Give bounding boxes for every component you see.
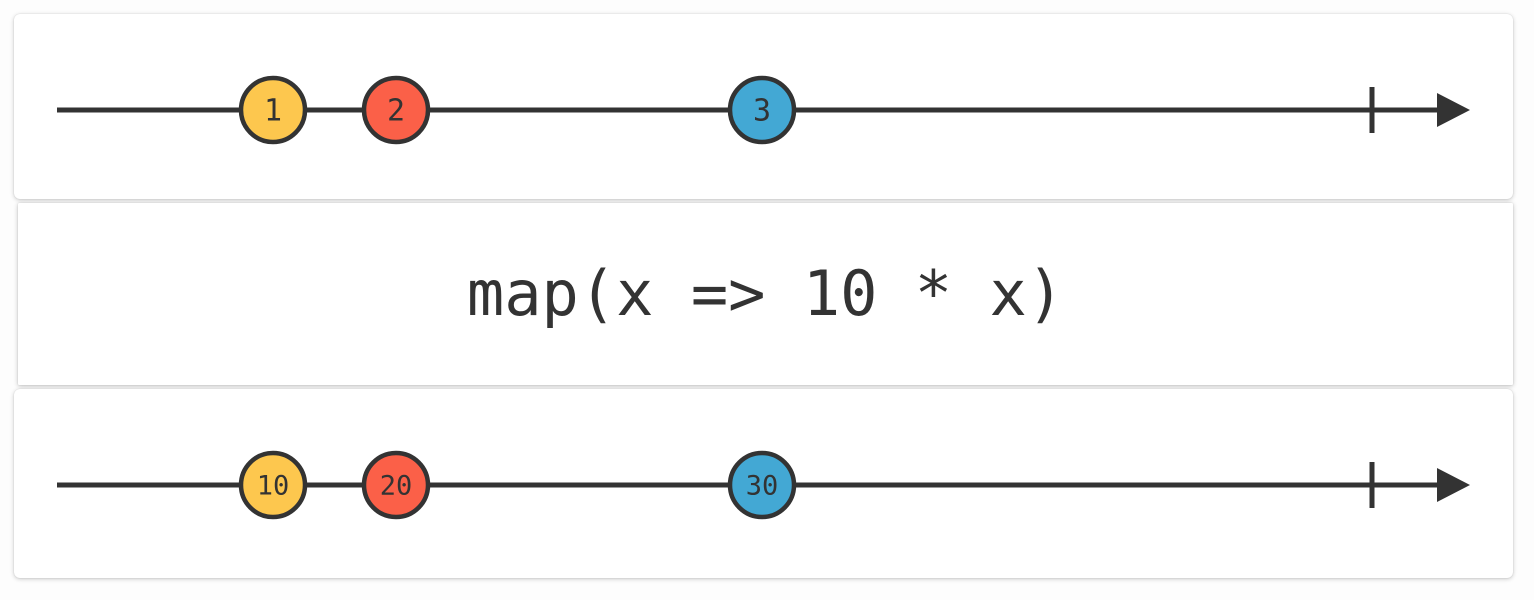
marble-source-3[interactable]: 3 <box>727 75 797 145</box>
marble-circle[interactable] <box>238 75 308 145</box>
marble-result-2[interactable]: 20 <box>361 450 431 520</box>
marble-circle[interactable] <box>727 75 797 145</box>
marble-result-3[interactable]: 30 <box>727 450 797 520</box>
operator-expression: map(x => 10 * x) <box>466 257 1065 330</box>
marble-result-1[interactable]: 10 <box>238 450 308 520</box>
source-arrowhead <box>1437 93 1470 127</box>
operator-panel: map(x => 10 * x) <box>18 203 1513 385</box>
marble-label: 3 <box>753 94 771 129</box>
result-timeline: 10 20 30 <box>57 450 1470 520</box>
marble-circle[interactable] <box>727 450 797 520</box>
source-timeline: 1 2 3 <box>57 75 1470 145</box>
marble-label: 1 <box>264 94 282 129</box>
result-stream-panel: 10 20 30 <box>14 389 1513 578</box>
marble-circle[interactable] <box>361 75 431 145</box>
marble-source-1[interactable]: 1 <box>238 75 308 145</box>
marble-label: 2 <box>387 94 405 129</box>
marble-circle[interactable] <box>361 450 431 520</box>
marble-circle[interactable] <box>238 450 308 520</box>
marble-source-2[interactable]: 2 <box>361 75 431 145</box>
marble-label: 30 <box>746 471 779 502</box>
source-stream-panel: 1 2 3 <box>14 14 1513 199</box>
marble-label: 20 <box>380 471 413 502</box>
result-arrowhead <box>1437 468 1470 502</box>
marble-label: 10 <box>257 471 290 502</box>
